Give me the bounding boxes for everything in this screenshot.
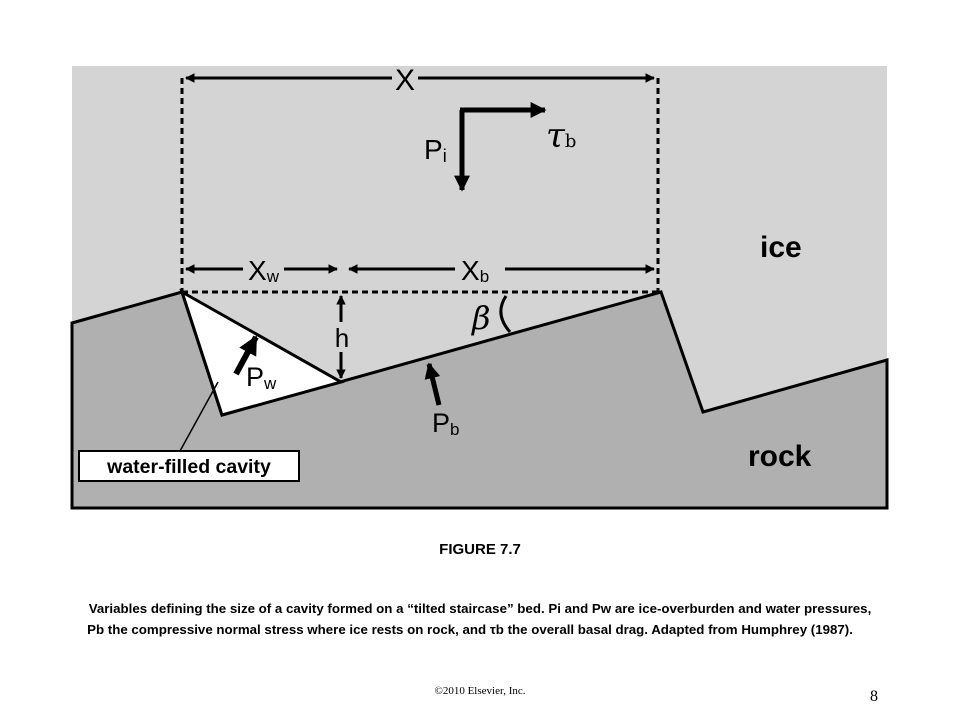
caption-line-2: Pb the compressive normal stress where i… xyxy=(87,622,853,637)
xb-label: Xb xyxy=(461,255,489,286)
copyright-footer: ©2010 Elsevier, Inc. xyxy=(434,685,526,697)
pw-arrow xyxy=(233,335,259,376)
tau-b-label: τb xyxy=(546,116,576,156)
water-cavity xyxy=(179,288,345,417)
cavity-callout-box xyxy=(78,450,300,482)
beta-angle-arc xyxy=(499,295,512,333)
dashed-reference-box xyxy=(180,78,660,294)
x-label: X xyxy=(395,64,415,97)
xw-label: Xw xyxy=(248,255,280,286)
cavity-diagram: X Xw Xb Pi τb h β Pw Pb ice rock water-f… xyxy=(70,64,889,510)
ice-label: ice xyxy=(760,231,802,264)
pw-label: Pw xyxy=(246,362,277,393)
pb-arrow xyxy=(424,362,442,406)
figure-title: FIGURE 7.7 xyxy=(439,541,521,558)
pb-label: Pb xyxy=(432,408,459,439)
rock-label: rock xyxy=(748,440,812,473)
page-number: 8 xyxy=(870,688,878,705)
cavity-callout-label: water-filled cavity xyxy=(106,456,271,478)
h-label: h xyxy=(335,323,349,353)
pi-label: Pi xyxy=(424,134,447,166)
caption-line-1: Variables defining the size of a cavity … xyxy=(88,601,872,616)
beta-label: β xyxy=(471,299,491,337)
cavity-callout-line xyxy=(179,381,219,452)
figure-caption: Variables defining the size of a cavity … xyxy=(0,598,960,640)
